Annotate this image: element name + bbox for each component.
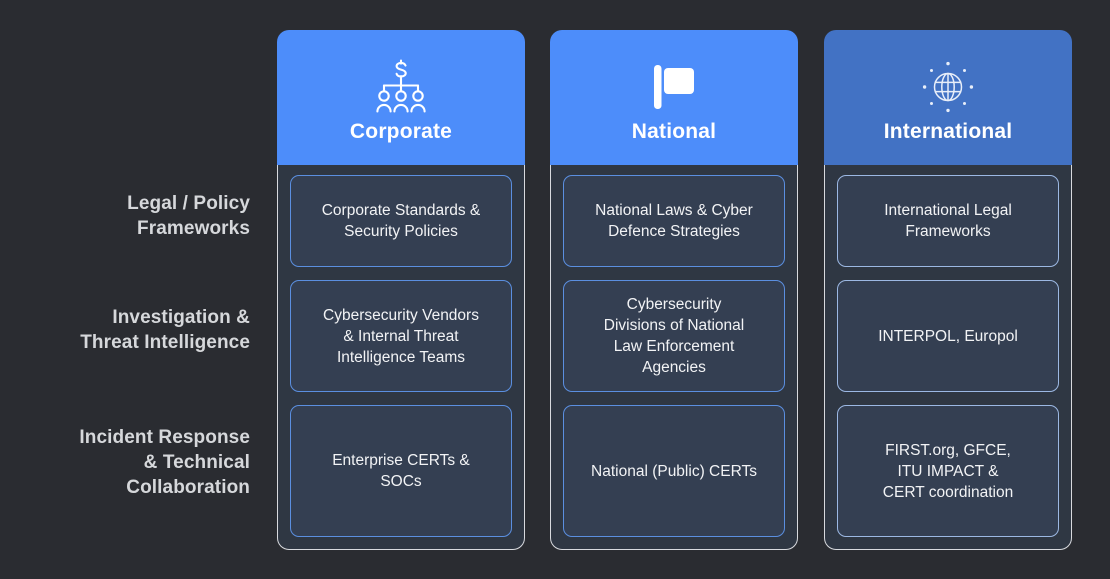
cell-corporate-incident-response: Enterprise CERTs &SOCs <box>290 405 512 537</box>
column-header-national: National <box>550 30 798 165</box>
column-header-corporate: Corporate <box>277 30 525 165</box>
column-body-corporate: Corporate Standards &Security Policies C… <box>277 165 525 550</box>
cell-international-incident-response: FIRST.org, GFCE,ITU IMPACT &CERT coordin… <box>837 405 1059 537</box>
cell-corporate-legal-policy: Corporate Standards &Security Policies <box>290 175 512 267</box>
globe-network-icon <box>919 58 977 116</box>
column-title-international: International <box>883 120 1013 143</box>
cell-international-investigation: INTERPOL, Europol <box>837 280 1059 392</box>
row-label-investigation-threat-intel: Investigation &Threat Intelligence <box>80 307 250 353</box>
column-header-international: International <box>824 30 1072 165</box>
flag-icon <box>646 58 702 116</box>
column-title-corporate: Corporate <box>349 120 453 143</box>
column-corporate: Corporate Corporate Standards &Security … <box>277 30 525 550</box>
column-title-national: National <box>631 120 717 143</box>
cell-national-incident-response: National (Public) CERTs <box>563 405 785 537</box>
org-chart-dollar-icon <box>371 58 431 116</box>
